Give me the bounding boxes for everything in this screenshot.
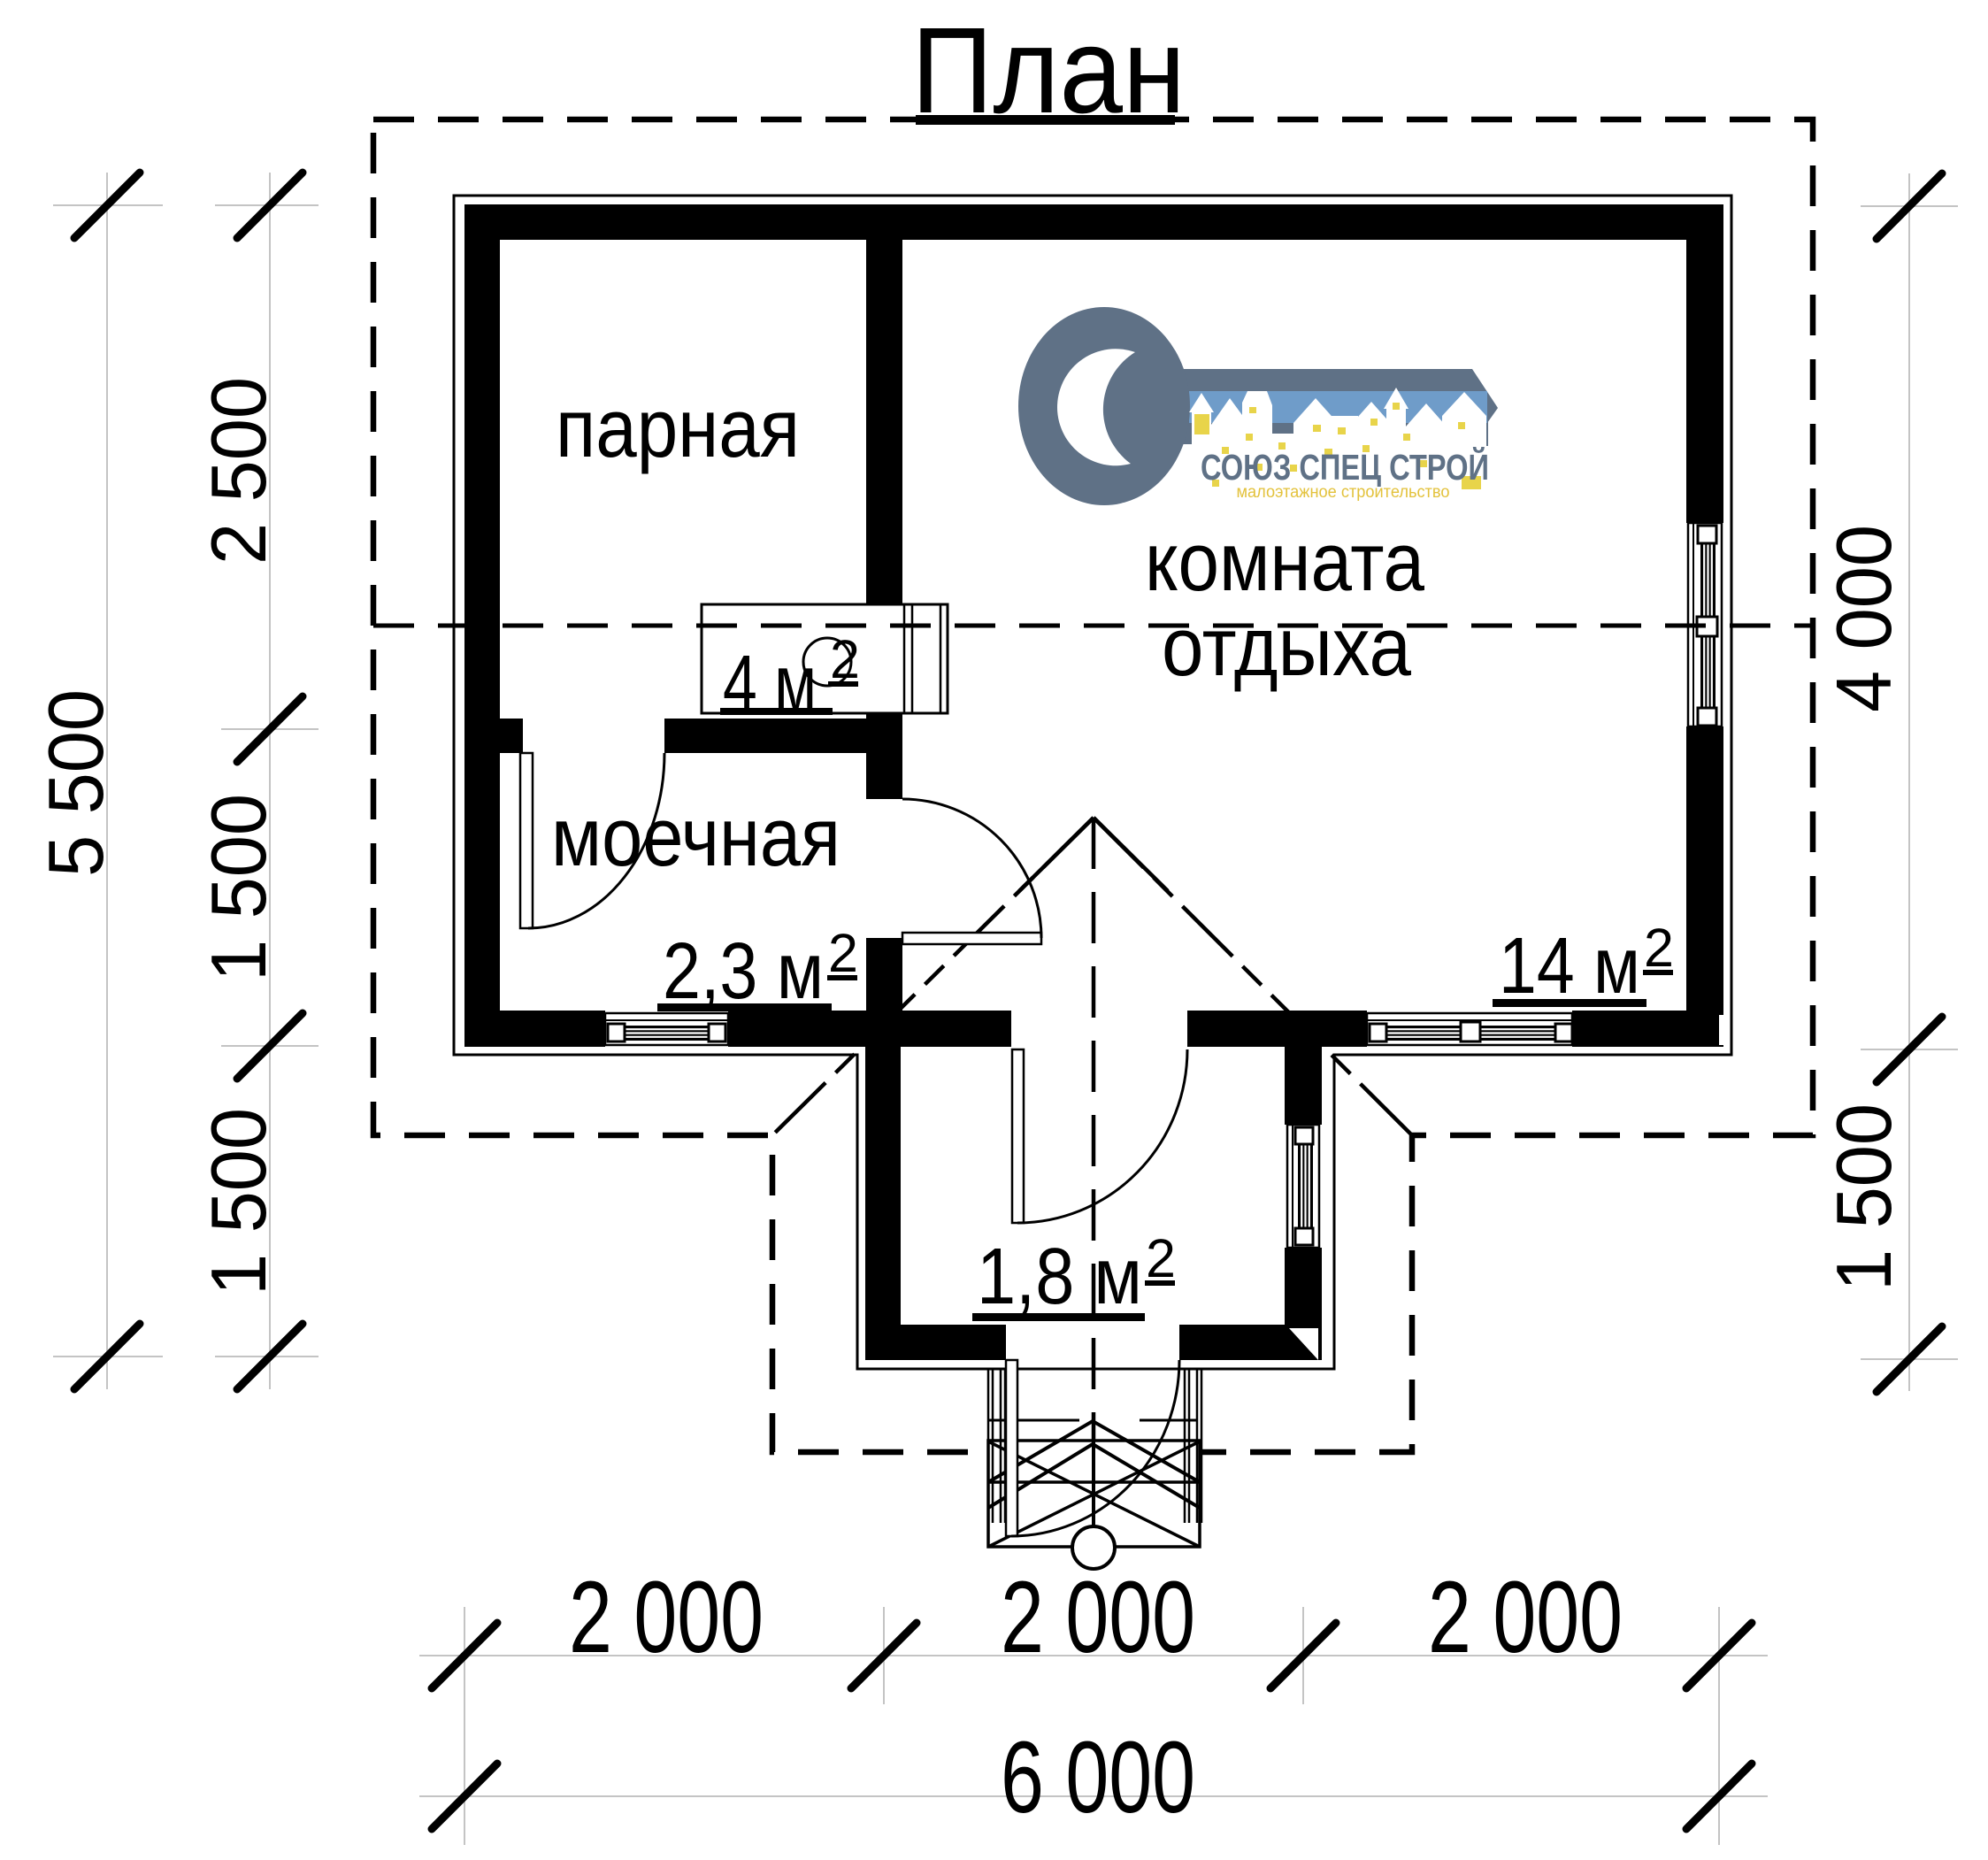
svg-text:2: 2 <box>830 629 860 689</box>
svg-text:парная: парная <box>556 381 800 474</box>
svg-text:2: 2 <box>1146 1228 1176 1288</box>
svg-text:5 500: 5 500 <box>32 689 119 877</box>
svg-text:2: 2 <box>1644 918 1674 978</box>
svg-text:1 500: 1 500 <box>1820 1103 1907 1291</box>
svg-text:1 500: 1 500 <box>195 794 282 981</box>
svg-text:2 500: 2 500 <box>195 377 282 565</box>
svg-text:2 000: 2 000 <box>1428 1561 1623 1674</box>
svg-text:комната: комната <box>1145 515 1425 608</box>
svg-text:2: 2 <box>828 923 858 983</box>
svg-text:1,8 м: 1,8 м <box>977 1233 1142 1321</box>
svg-text:моечная: моечная <box>551 790 840 883</box>
svg-text:4 000: 4 000 <box>1820 525 1907 712</box>
svg-text:малоэтажное строительство: малоэтажное строительство <box>1237 483 1450 502</box>
svg-text:СОЮЗ СПЕЦ СТРОЙ: СОЮЗ СПЕЦ СТРОЙ <box>1201 447 1489 488</box>
svg-text:1 500: 1 500 <box>195 1108 282 1295</box>
svg-text:2 000: 2 000 <box>569 1561 764 1674</box>
svg-text:2,3 м: 2,3 м <box>663 927 824 1016</box>
svg-text:2 000: 2 000 <box>1001 1561 1195 1674</box>
svg-text:6 000: 6 000 <box>1001 1721 1195 1834</box>
svg-text:14 м: 14 м <box>1499 922 1640 1011</box>
svg-text:отдыха: отдыха <box>1162 600 1412 693</box>
